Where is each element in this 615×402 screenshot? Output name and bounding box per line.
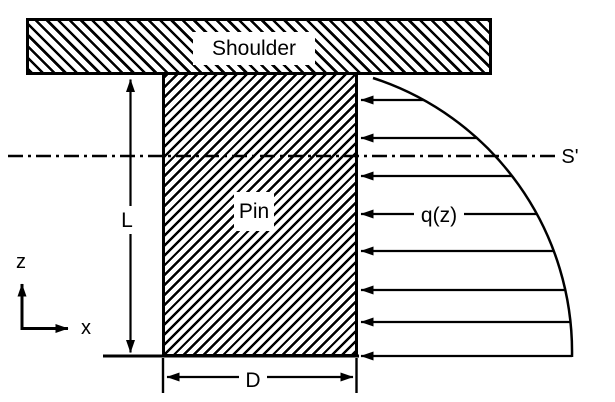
pin-label: Pin	[234, 192, 274, 231]
x-axis-label: x	[81, 317, 91, 339]
length-dimension-label: L	[114, 206, 140, 234]
load-curve	[372, 76, 574, 358]
shoulder-bar	[26, 18, 492, 75]
load-distribution-label: q(z)	[414, 202, 464, 229]
diameter-dimension-label: D	[239, 366, 267, 394]
section-axis-label: S'	[559, 145, 581, 168]
shoulder-label: Shoulder	[193, 32, 315, 65]
z-axis-label: z	[16, 251, 26, 273]
